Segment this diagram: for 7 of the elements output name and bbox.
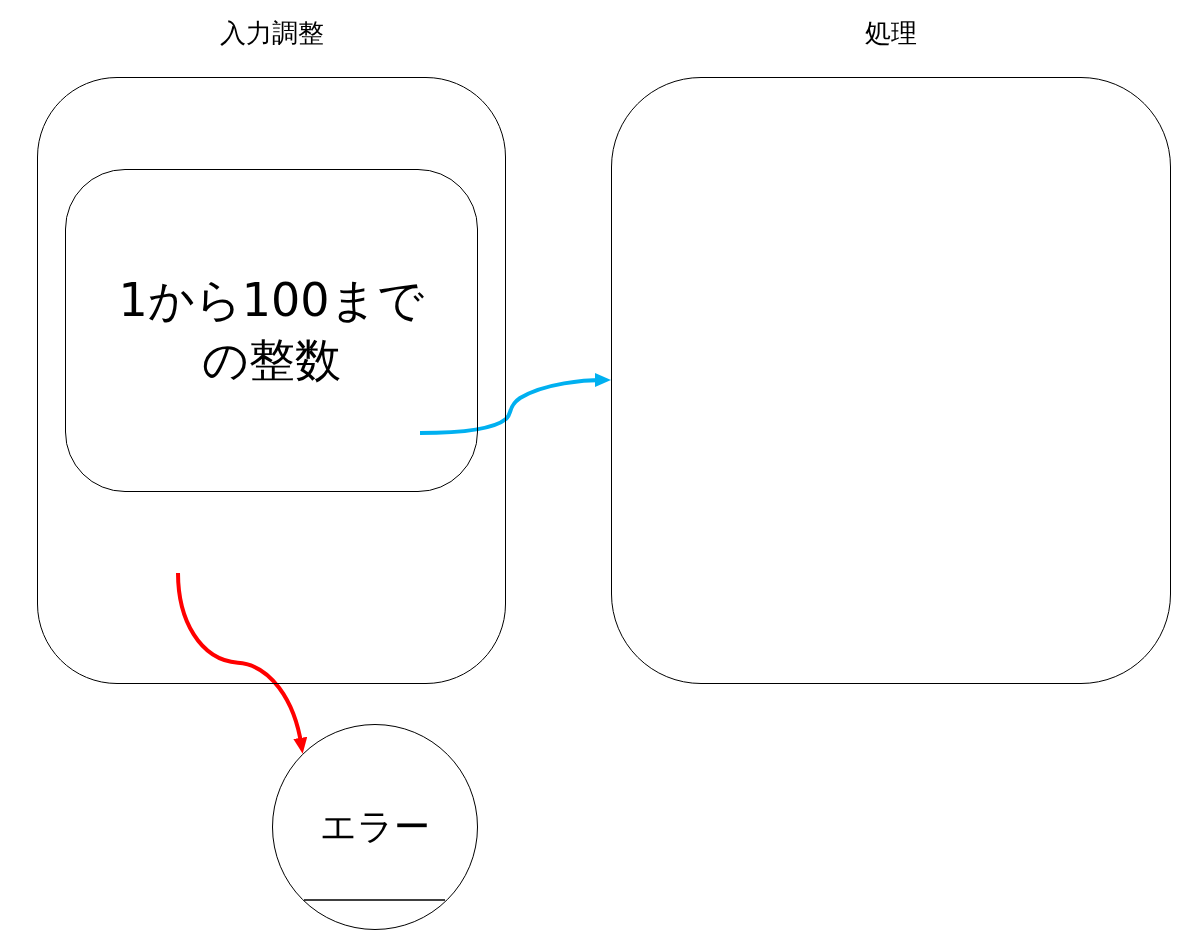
- node-label: エラー: [319, 805, 431, 849]
- section-heading: 処理: [865, 17, 917, 49]
- arrow: [419, 373, 611, 435]
- rounded-box: [64, 168, 478, 492]
- node-label: 1から100までの整数: [117, 272, 425, 389]
- section-heading: 入力調整: [219, 17, 324, 49]
- arrow: [176, 572, 307, 754]
